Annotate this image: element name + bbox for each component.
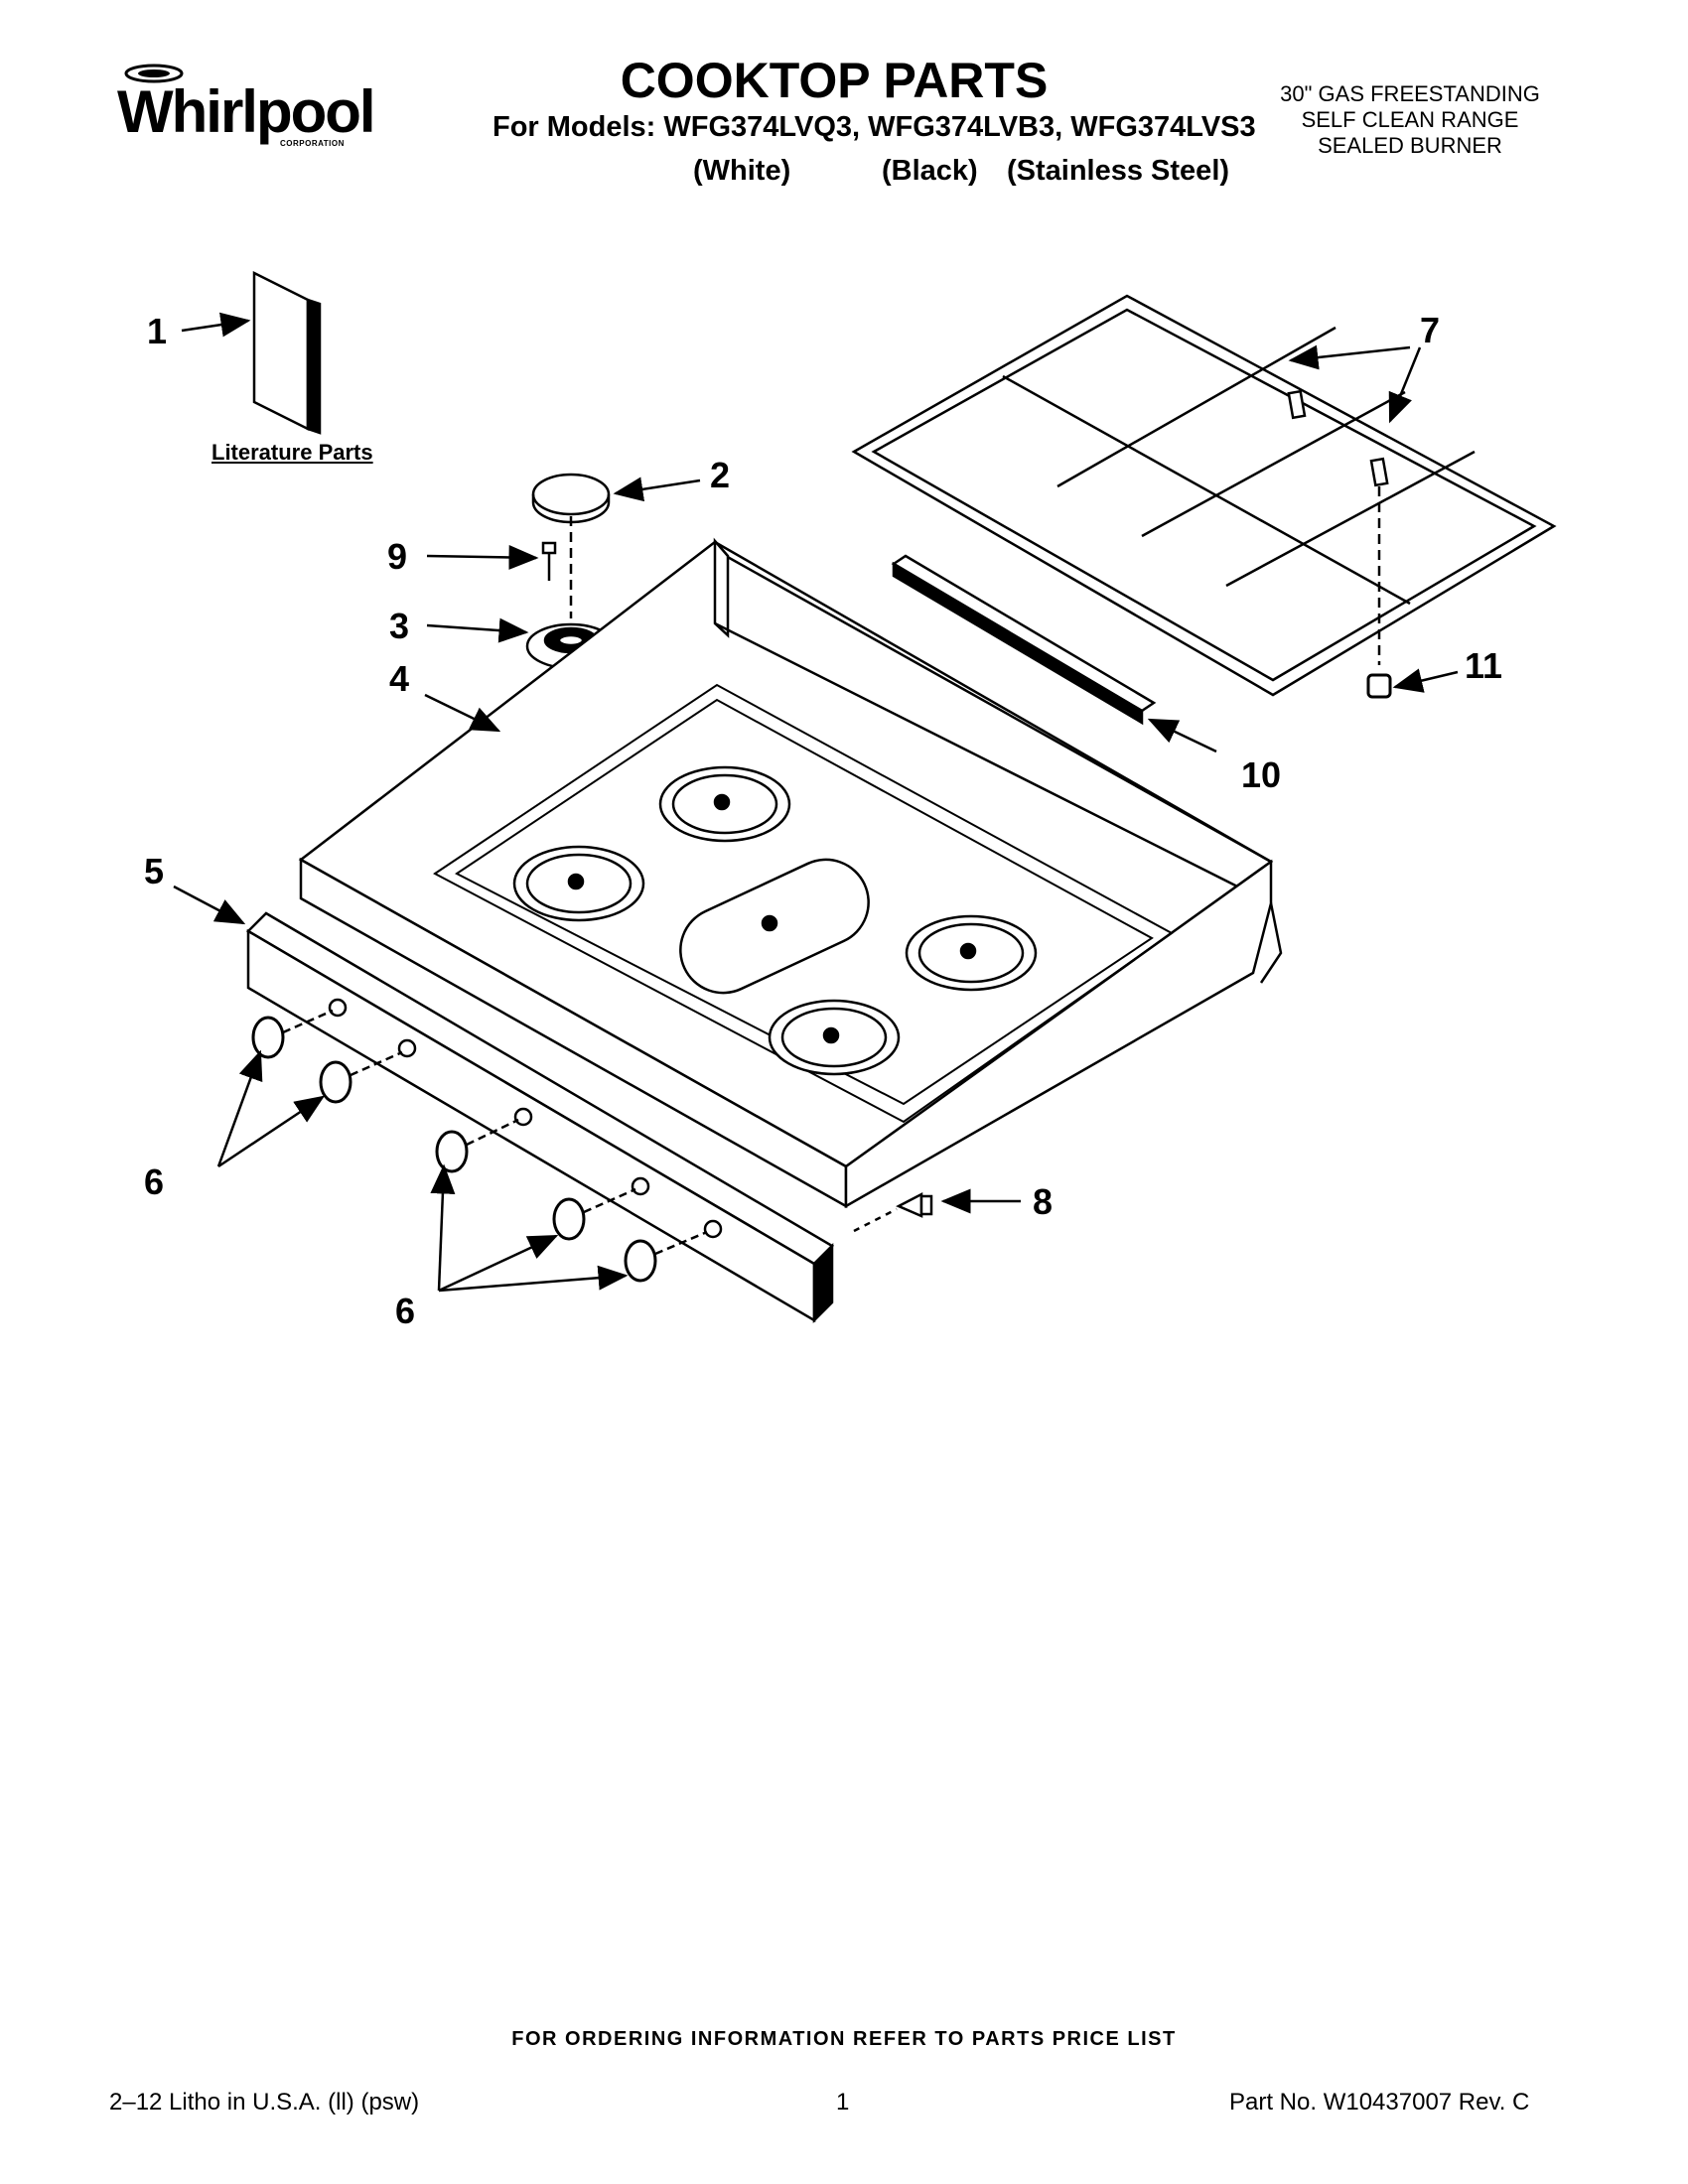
color-label-black: (Black): [882, 155, 978, 187]
cooktop-exploded-diagram: [173, 270, 1557, 1324]
cooktop-main: [298, 537, 1283, 1209]
literature-booklet: [252, 270, 322, 435]
screw-9: [541, 541, 557, 581]
callout-4: 4: [389, 658, 410, 699]
ordering-note: FOR ORDERING INFORMATION REFER TO PARTS …: [511, 2028, 1177, 2050]
control-panel: [245, 911, 835, 1324]
callout-6b: 6: [395, 1291, 416, 1331]
callout-11: 11: [1465, 645, 1503, 686]
literature-parts-label: Literature Parts: [211, 440, 373, 465]
callout-6a: 6: [144, 1161, 165, 1202]
spec-line-3: SEALED BURNER: [1318, 133, 1502, 158]
spec-line-2: SELF CLEAN RANGE: [1301, 107, 1519, 132]
litho-info: 2–12 Litho in U.S.A. (ll) (psw): [109, 2089, 420, 2116]
callout-7: 7: [1420, 310, 1441, 350]
callout-9: 9: [387, 536, 408, 577]
brand-subtitle: CORPORATION: [280, 139, 345, 148]
burner-grates: [851, 294, 1557, 697]
burner-cap: [531, 473, 611, 524]
logo-swirl-icon: [124, 64, 184, 83]
callout-3: 3: [389, 606, 410, 646]
spec-line-1: 30" GAS FREESTANDING: [1280, 81, 1540, 106]
brand-name: Whirlpool: [117, 78, 376, 145]
grate-foot: [1366, 673, 1392, 699]
callout-8: 8: [1033, 1181, 1054, 1222]
color-label-stainless: (Stainless Steel): [1007, 155, 1230, 187]
control-knobs: [251, 1009, 708, 1283]
color-label-white: (White): [693, 155, 791, 187]
callout-1: 1: [147, 311, 168, 351]
page-title: COOKTOP PARTS: [620, 53, 1049, 108]
screw-8: [853, 1191, 933, 1233]
callout-5: 5: [144, 851, 165, 891]
callout-2: 2: [710, 455, 731, 495]
page-number: 1: [836, 2089, 850, 2116]
models-line: For Models: WFG374LVQ3, WFG374LVB3, WFG3…: [492, 111, 1256, 143]
callout-10: 10: [1241, 754, 1282, 795]
part-number: Part No. W10437007 Rev. C: [1229, 2089, 1530, 2116]
grate-support-bar: [891, 554, 1157, 726]
whirlpool-logo: [109, 60, 377, 159]
